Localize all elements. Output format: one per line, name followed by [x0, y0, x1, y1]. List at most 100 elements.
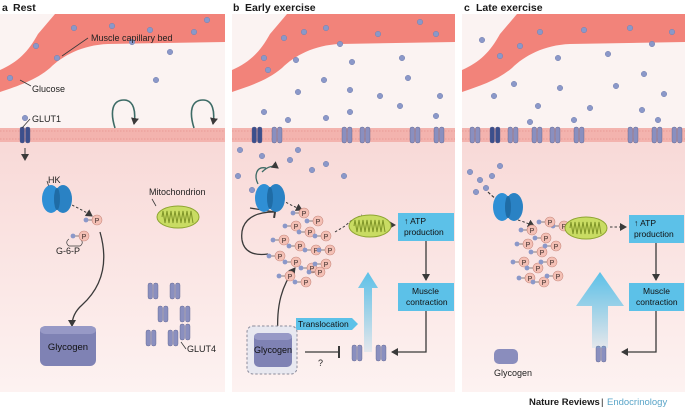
svg-text:P: P [522, 260, 527, 267]
glucose-molecules [6, 17, 676, 195]
hk-label: HK [48, 175, 61, 185]
glucose-dot [399, 55, 406, 62]
glucose-dot [265, 66, 272, 73]
glucose-dot [613, 82, 620, 89]
muscle-label-b2: contraction [406, 297, 448, 307]
mitochondrion-label: Mitochondrion [149, 187, 206, 197]
phosphate-icon: P [91, 214, 103, 226]
glut4-transporter [433, 126, 445, 144]
svg-text:P: P [530, 228, 535, 235]
svg-text:P: P [302, 211, 307, 218]
svg-text:P: P [562, 224, 567, 231]
glucose-dot [491, 92, 498, 99]
phosphate-icon: P [290, 256, 302, 268]
mitochondrion-icon [564, 216, 608, 240]
capillary-label: Muscle capillary bed [91, 33, 173, 43]
glucose-dot [285, 116, 292, 123]
glucose-dot [433, 112, 440, 119]
glut4-transporter [341, 126, 353, 144]
svg-text:P: P [554, 244, 559, 251]
glut4-transporter [573, 126, 585, 144]
hexokinase-icon [255, 184, 285, 212]
svg-text:P: P [294, 260, 299, 267]
glycogen-small-c [494, 349, 518, 364]
atp-box-b [398, 213, 454, 241]
glucose-dot [281, 35, 288, 42]
glucose-dot [203, 17, 210, 24]
phosphate-icon: P [300, 276, 312, 288]
glucose-dot [259, 152, 266, 159]
glucose-dot [323, 160, 330, 167]
glucose-dot [108, 23, 115, 30]
phosphate-icon: P [324, 244, 336, 256]
g6p-label: G-6-P [56, 246, 80, 256]
glucose-dot [641, 70, 648, 77]
svg-text:P: P [314, 248, 319, 255]
phosphate-icon: P [294, 240, 306, 252]
mitochondrion-icon [348, 214, 392, 238]
phosphate-icon: P [546, 256, 558, 268]
glucose-dot [6, 74, 13, 81]
glucose-dot [511, 80, 518, 87]
phosphate-icon: P [538, 276, 550, 288]
svg-text:Late exercise: Late exercise [476, 2, 543, 14]
phosphate-icon: P [320, 258, 332, 270]
phosphate-icon: P [278, 234, 290, 246]
glut1-transporter [251, 126, 263, 144]
glucose-dot [261, 108, 268, 115]
svg-text:P: P [556, 274, 561, 281]
glucose-dot [301, 29, 308, 36]
glucose-dot [497, 162, 504, 169]
hexokinase-icon [42, 185, 72, 213]
glucose-dot [483, 184, 490, 191]
translocation-banner [296, 318, 358, 330]
panel-a: Muscle capillary bed Glucose GLUT1 HK G-… [19, 33, 218, 354]
glucose-dot [535, 102, 542, 109]
svg-text:P: P [278, 254, 283, 261]
phosphate-icon: P [78, 230, 90, 242]
panel-a-title: a Rest [2, 2, 36, 14]
glucose-dot [347, 108, 354, 115]
glut4-transporter [409, 126, 421, 144]
svg-text:P: P [95, 218, 100, 225]
glucose-dot [605, 51, 612, 58]
glut1-label: GLUT1 [32, 114, 61, 124]
phosphate-icon: P [544, 216, 556, 228]
glucose-dot [467, 168, 474, 175]
glucose-dot [152, 76, 159, 83]
glucose-dot [655, 116, 662, 123]
glut4-transporter [359, 126, 371, 144]
hexokinase-icon [493, 193, 523, 221]
journal-name: Nature Reviews [529, 397, 600, 408]
svg-text:P: P [318, 270, 323, 277]
atp-box-c [629, 215, 684, 243]
journal-separator: | [601, 397, 603, 408]
glut4-transporter [627, 126, 639, 144]
phosphate-icon: P [518, 256, 530, 268]
phosphate-icon: P [274, 250, 286, 262]
glucose-dot [497, 53, 504, 60]
glycogen-label-b: Glycogen [254, 345, 292, 355]
atp-label-c2: production [634, 229, 674, 239]
glut4-transporter [147, 282, 159, 300]
glut4-transporter [179, 305, 191, 323]
glut4-transporter [651, 126, 663, 144]
phosphate-icon: P [526, 224, 538, 236]
glucose-dot [669, 29, 676, 36]
panel-a-bg [0, 14, 225, 392]
journal-section: Endocrinology [607, 397, 667, 408]
glut4-transporter [595, 345, 607, 363]
glucose-dot [627, 25, 634, 32]
glucose-dot [557, 84, 564, 91]
glut4-transporter [375, 344, 387, 362]
muscle-box-c [629, 283, 684, 311]
svg-text:P: P [316, 219, 321, 226]
glucose-dot [323, 25, 330, 32]
glut4-transporter [549, 126, 561, 144]
svg-text:P: P [528, 276, 533, 283]
translocation-label: Translocation [298, 319, 349, 329]
muscle-label-c: Muscle [643, 286, 670, 296]
svg-text:P: P [324, 262, 329, 269]
